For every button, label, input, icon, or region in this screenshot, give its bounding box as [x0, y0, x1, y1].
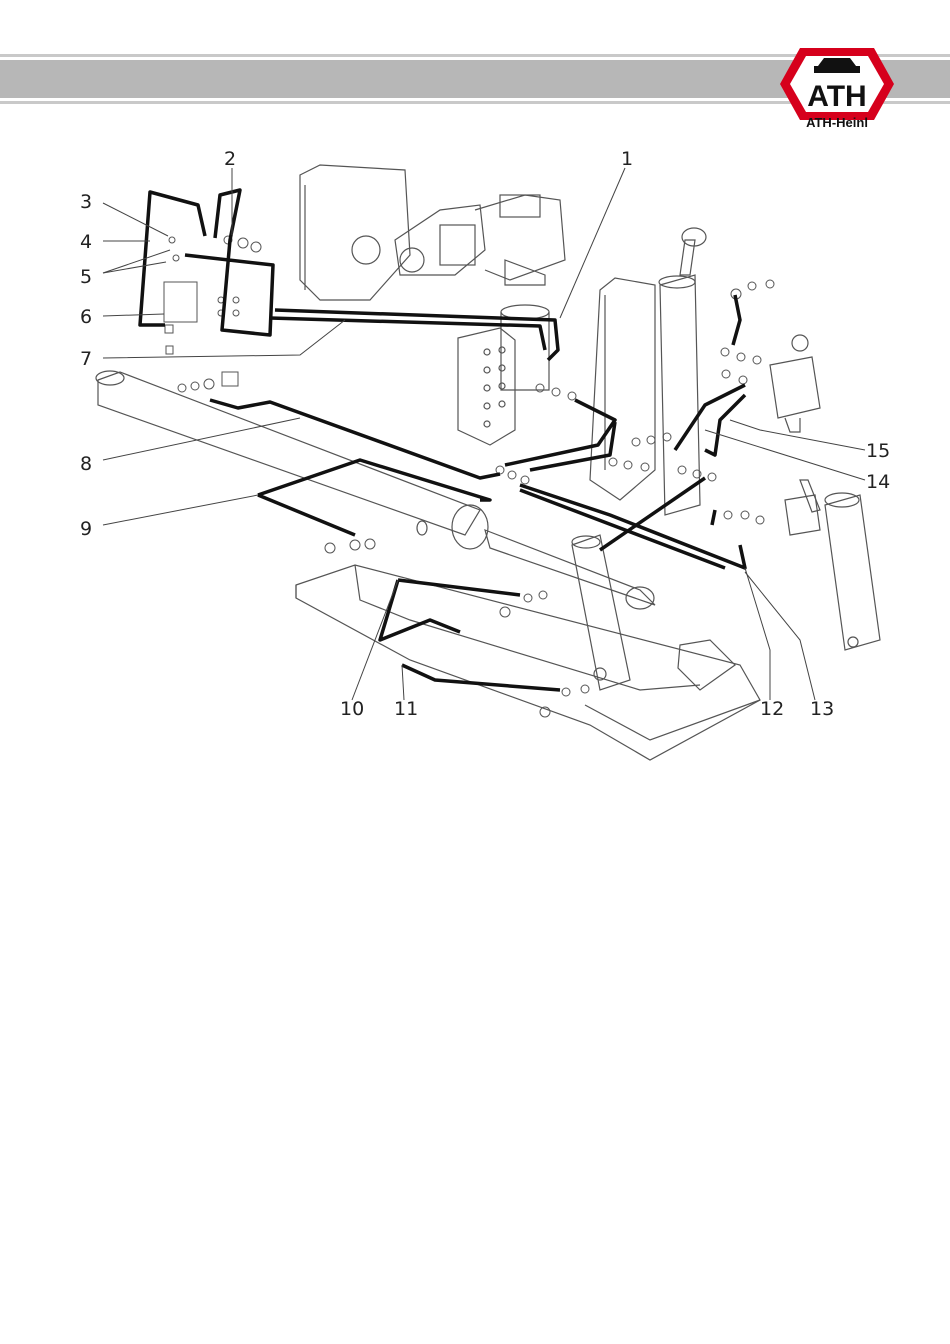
- right-cylinder: [785, 480, 880, 650]
- leader-lines: [103, 168, 865, 700]
- rear-cylinder: [659, 228, 706, 515]
- callout-15: 15: [866, 440, 890, 462]
- lift-cylinder: [572, 535, 630, 690]
- callout-labels: 1 2 3 4 5 6 7 8 9 10 11 12 13 14 15: [80, 148, 890, 720]
- callout-10: 10: [340, 698, 364, 720]
- lock-actuator: [770, 335, 820, 432]
- motor-gearbox: [300, 165, 565, 300]
- callout-7: 7: [80, 348, 92, 370]
- callout-14: 14: [866, 471, 890, 493]
- callout-3: 3: [80, 191, 92, 213]
- callout-8: 8: [80, 453, 92, 475]
- main-cylinder: [96, 371, 655, 609]
- logo-caption: ATH-Heinl: [778, 115, 896, 130]
- upright-column: [590, 278, 655, 500]
- callout-1: 1: [621, 148, 633, 170]
- hydraulic-exploded-diagram: 1 2 3 4 5 6 7 8 9 10 11 12 13 14 15: [60, 130, 920, 770]
- callout-6: 6: [80, 306, 92, 328]
- callout-4: 4: [80, 231, 92, 253]
- callout-11: 11: [394, 698, 418, 720]
- callout-2: 2: [224, 148, 236, 170]
- callout-13: 13: [810, 698, 834, 720]
- logo-text: ATH: [807, 80, 866, 113]
- callout-5: 5: [80, 266, 92, 288]
- callout-9: 9: [80, 518, 92, 540]
- callout-12: 12: [760, 698, 784, 720]
